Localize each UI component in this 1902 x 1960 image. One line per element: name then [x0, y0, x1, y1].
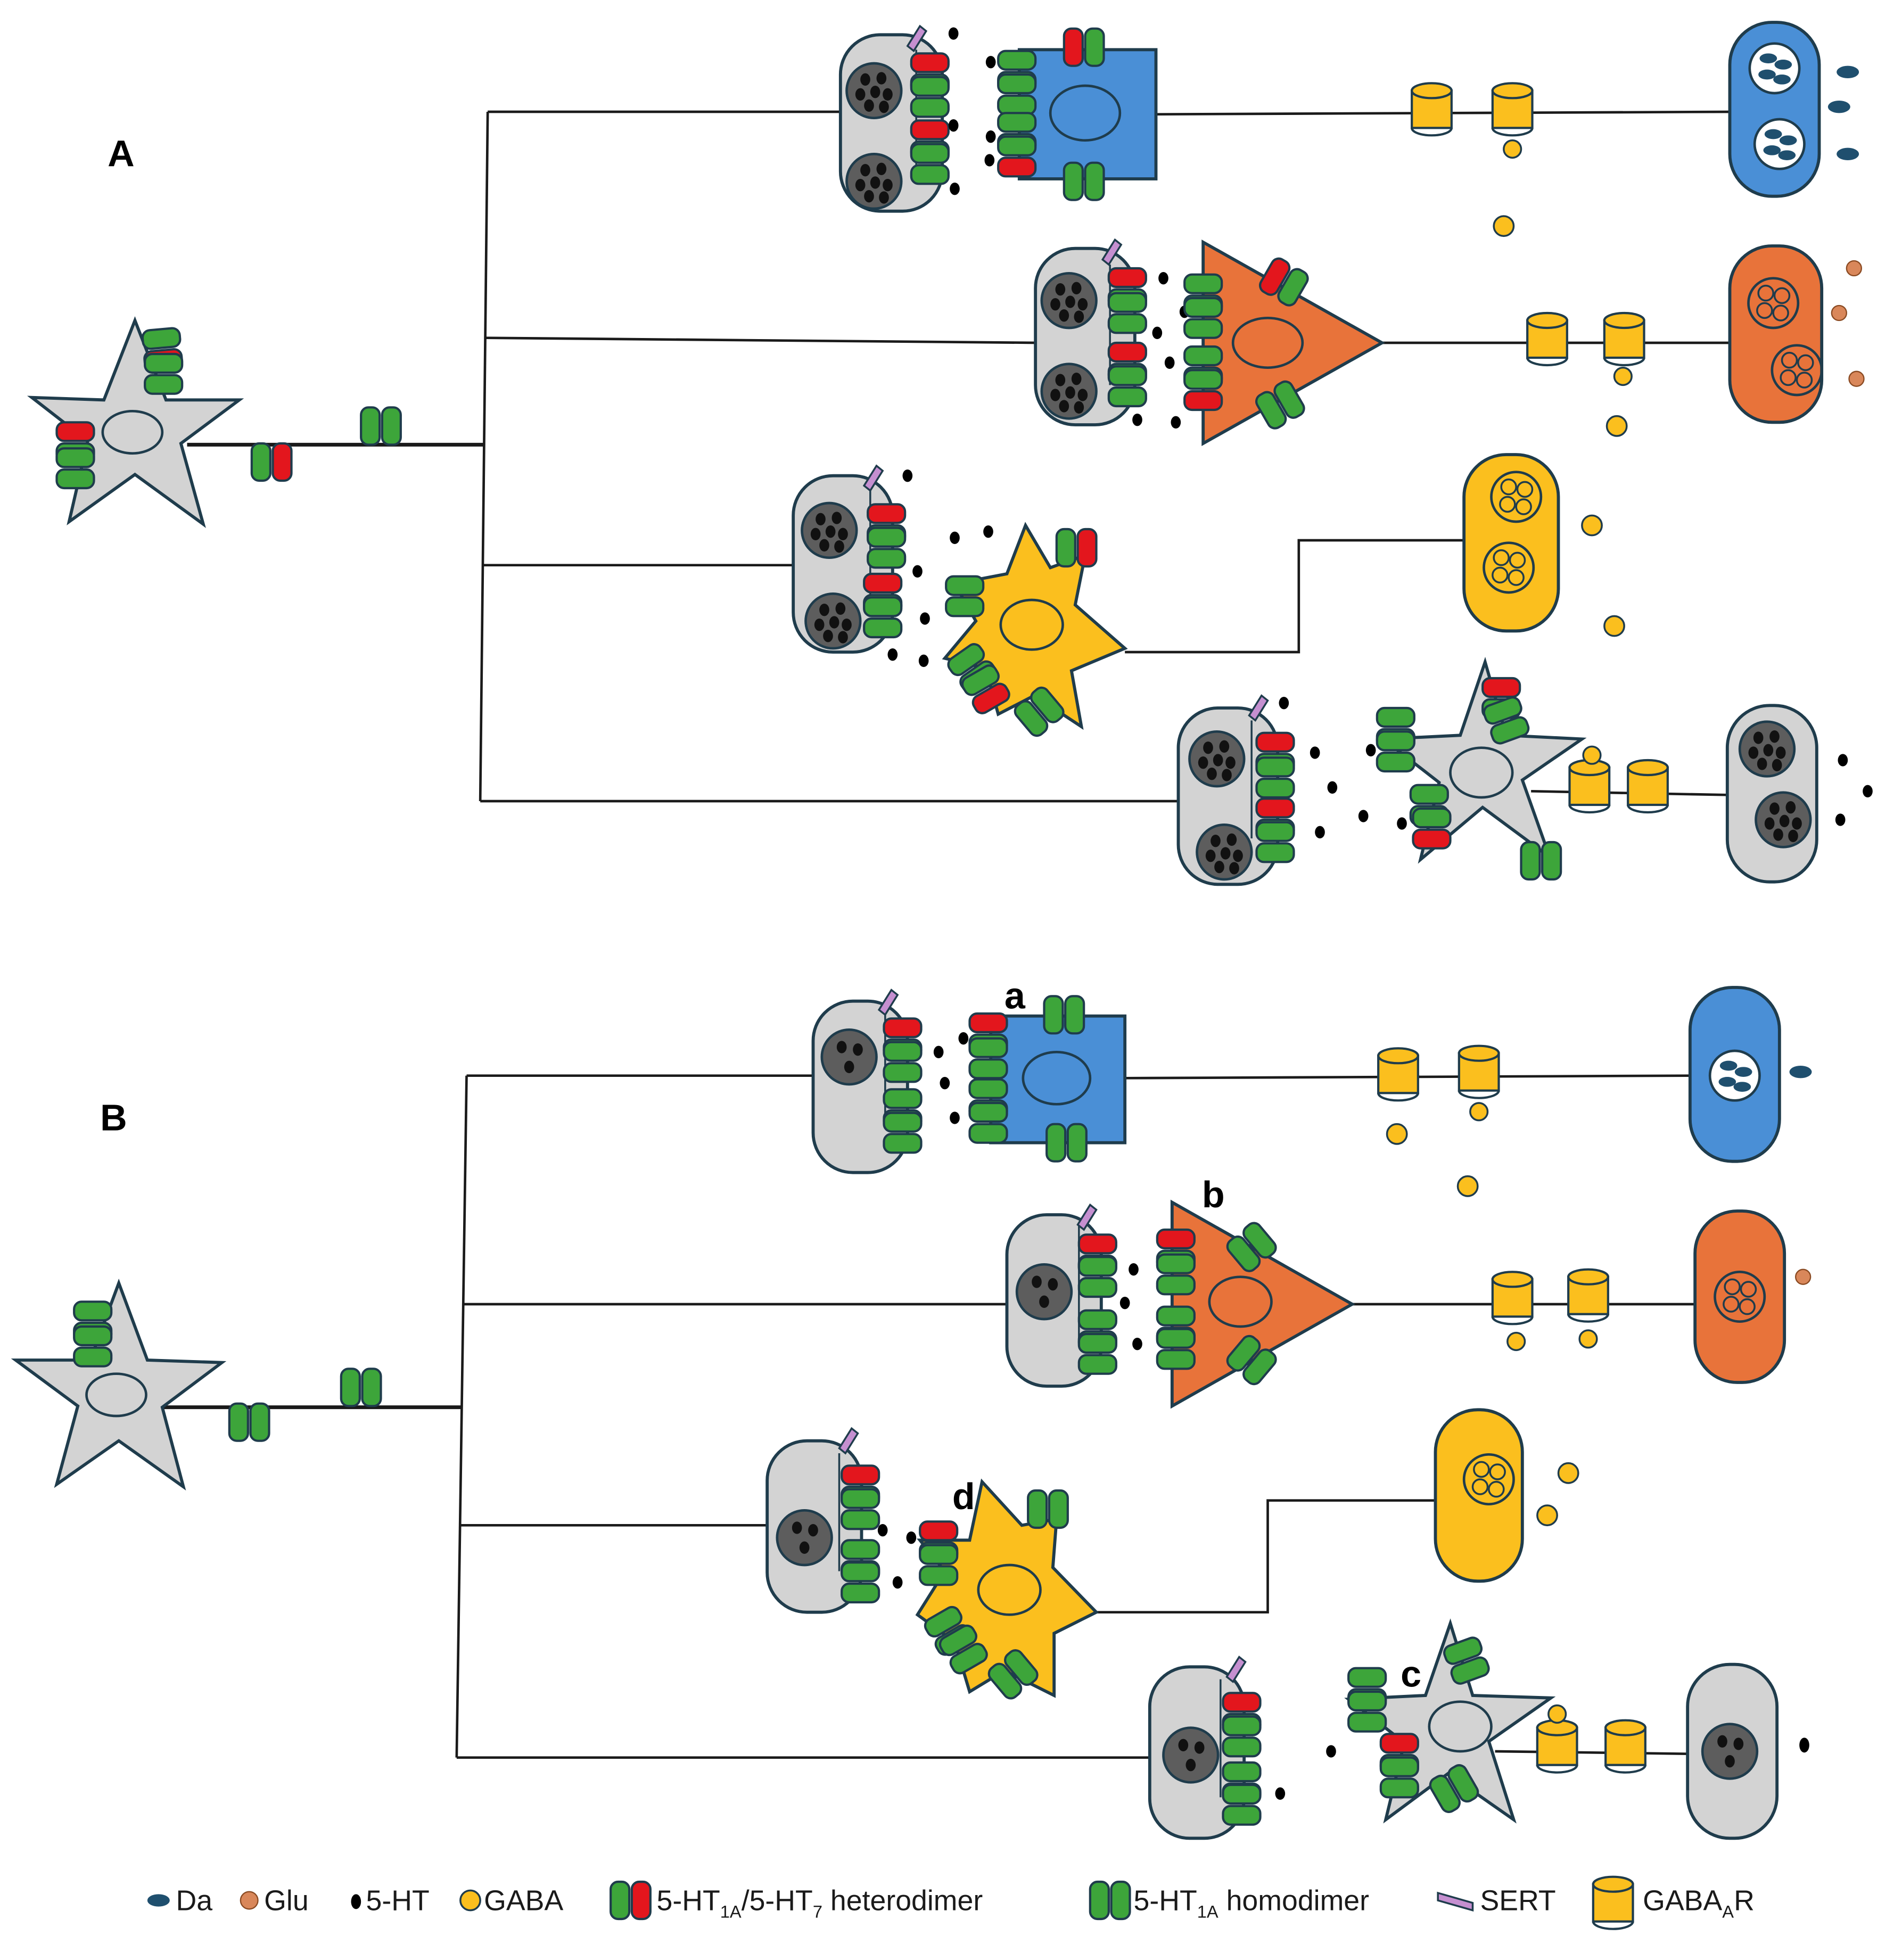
panel-b-label: B [100, 1097, 127, 1138]
legend-label-5ht: 5-HT [366, 1885, 430, 1917]
legend-item-homodimer: 5-HT1A homodimer [1090, 1882, 1369, 1922]
panel-a: A [27, 21, 1873, 886]
raphe-neuron-a [27, 316, 401, 528]
row-a1-dopamine [838, 21, 1859, 237]
legend-label-gaba: GABA [484, 1885, 563, 1917]
raphe-neuron-b [11, 1278, 381, 1491]
row-a4-serotonin [1176, 656, 1873, 886]
row-b2-glutamate: b [1005, 1174, 1812, 1409]
row-b4-serotonin: c [1148, 1618, 1809, 1840]
sublabel-a: a [1004, 975, 1026, 1017]
legend-item-gabaar: GABAAR [1593, 1877, 1755, 1929]
legend-item-glu: Glu [240, 1885, 309, 1917]
legend-label-glu: Glu [264, 1885, 308, 1917]
row-a3-gaba [792, 453, 1625, 739]
legend-label-homodimer: 5-HT1A homodimer [1134, 1885, 1369, 1922]
sublabel-c: c [1401, 1653, 1421, 1695]
legend-item-5ht: 5-HT [351, 1885, 430, 1917]
legend-label-gabaar: GABAAR [1643, 1885, 1755, 1922]
sublabel-d: d [952, 1476, 975, 1517]
row-a2-glutamate [1034, 238, 1865, 446]
legend-item-gaba: GABA [459, 1885, 563, 1917]
legend-item-sert: SERT [1437, 1885, 1556, 1917]
legend-item-heterodimer: 5-HT1A/5-HT7 heterodimer [611, 1882, 983, 1922]
sublabel-b: b [1202, 1174, 1225, 1215]
row-b3-gaba: d [765, 1408, 1579, 1701]
legend-item-da: Da [147, 1885, 212, 1917]
legend-label-da: Da [176, 1885, 213, 1917]
legend: Da Glu 5-HT GABA 5-HT1A/5-HT7 heterodime… [147, 1877, 1755, 1929]
legend-label-sert: SERT [1480, 1885, 1556, 1917]
panel-a-label: A [108, 133, 135, 175]
row-b1-dopamine: a [811, 975, 1812, 1197]
legend-label-heterodimer: 5-HT1A/5-HT7 heterodimer [657, 1885, 983, 1922]
panel-b: B [11, 975, 1812, 1840]
